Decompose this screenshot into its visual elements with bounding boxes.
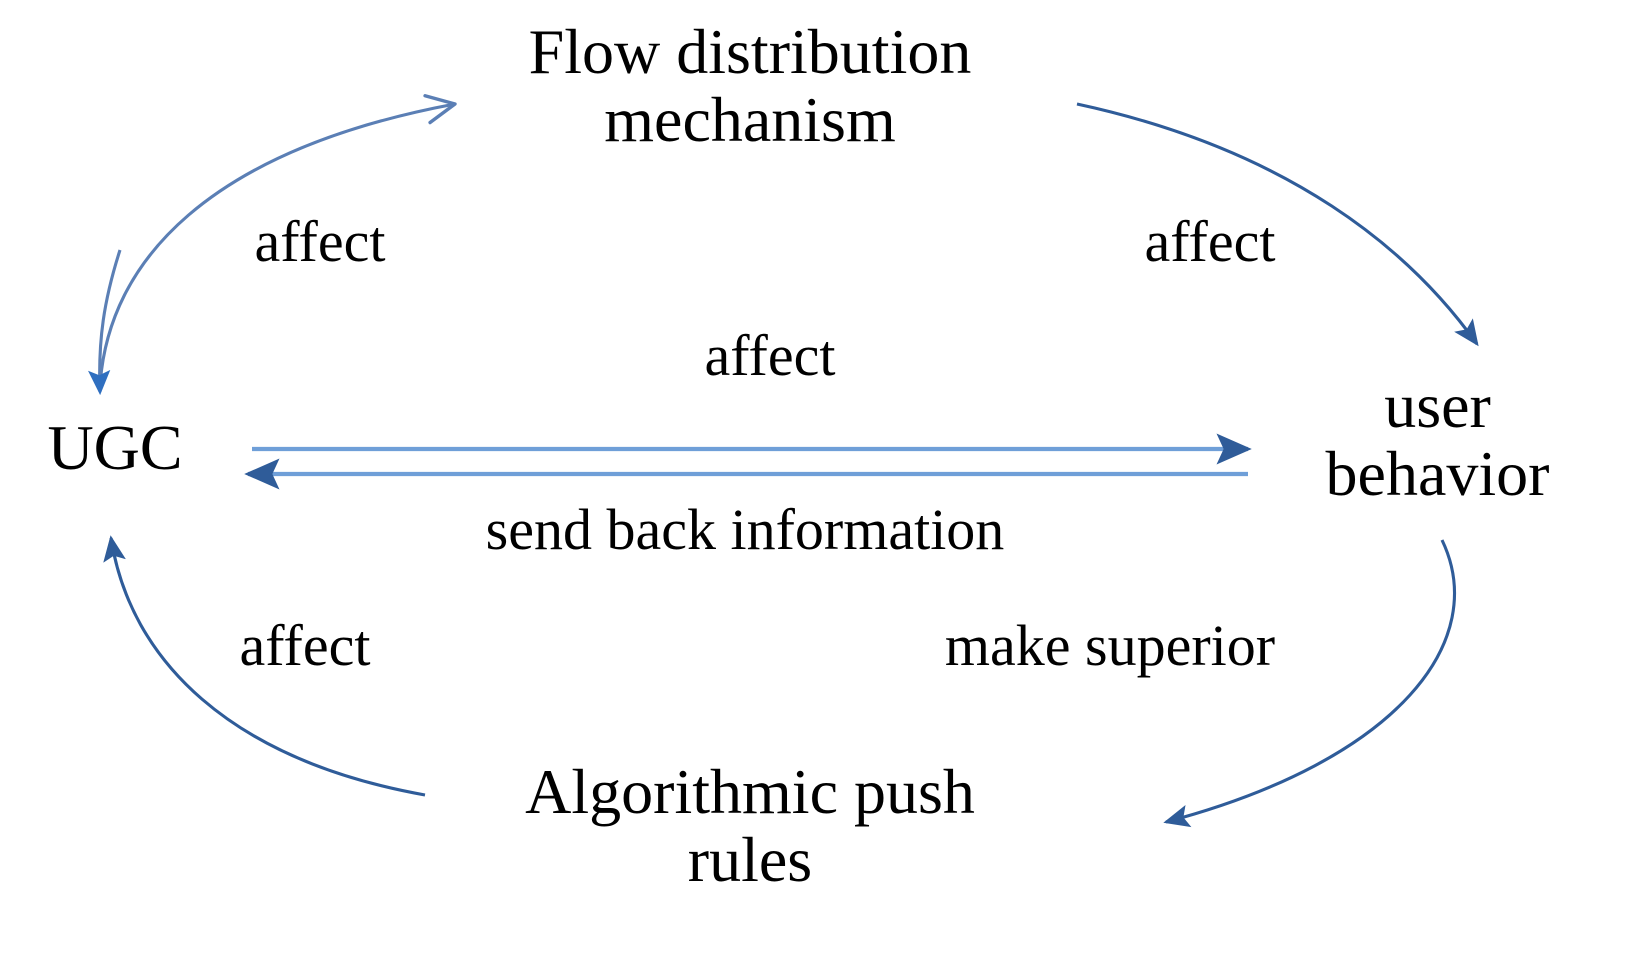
edge-label-ugc-to-user-behavior: affect — [704, 323, 836, 388]
edge-label-algorithmic-push-rules-to-ugc: affect — [239, 613, 371, 678]
node-ugc: UGC — [47, 412, 183, 483]
edge-label-user-behavior-to-algorithmic-push-rules: make superior — [944, 613, 1276, 678]
edge-label-flow-distribution-to-user-behavior: affect — [1144, 209, 1276, 274]
edge-algorithmic-push-rules-to-ugc — [103, 535, 426, 797]
edge-label-user-behavior-to-ugc: send back information — [485, 497, 1005, 562]
edge-user-behavior-to-algorithmic-push-rules — [1163, 539, 1457, 828]
node-algorithmic-push-rules: Algorithmic push rules — [525, 756, 975, 895]
edge-label-ugc-to-flow-distribution: affect — [254, 209, 386, 274]
node-flow-distribution-mechanism: Flow distribution mechanism — [528, 16, 972, 155]
edge-flow-distribution-to-ugc-head — [88, 249, 122, 396]
edge-flow-distribution-to-user-behavior — [1076, 102, 1479, 347]
node-user-behavior: user behavior — [1325, 370, 1550, 509]
edge-ugc-to-flow-distribution — [98, 94, 457, 387]
